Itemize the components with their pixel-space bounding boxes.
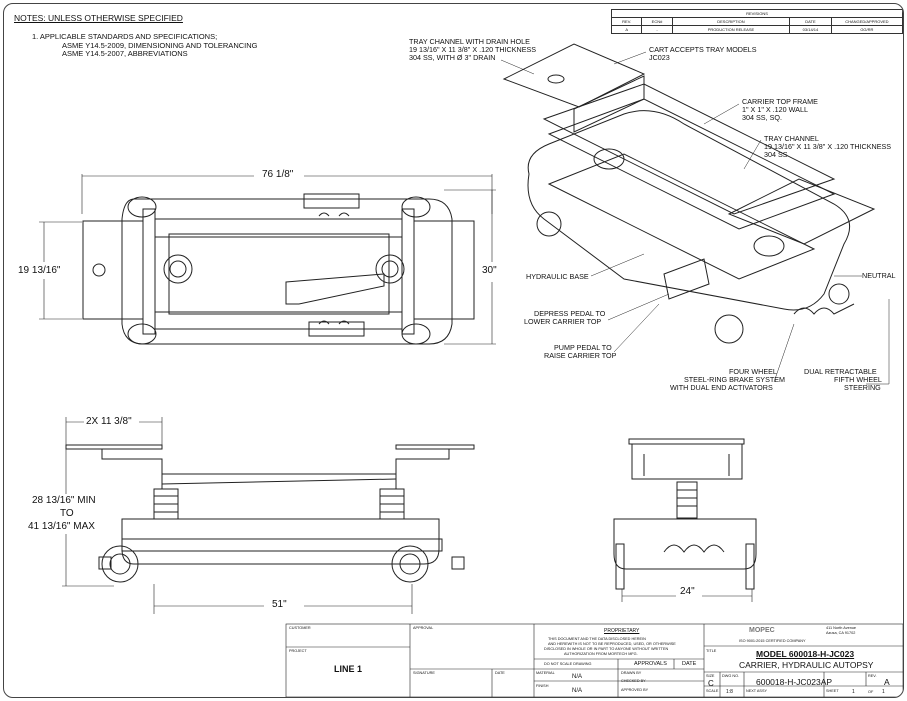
dim-end-width: 24": [680, 586, 695, 597]
callout-pump-pedal-2: RAISE CARRIER TOP: [544, 351, 617, 360]
tb-approvals-label: APPROVALS: [634, 661, 667, 667]
note-item: ASME Y14.5-2007, ABBREVIATIONS: [62, 49, 188, 58]
tb-address: 411 North Avenue: [826, 626, 857, 630]
tb-proprietary-line: AND HEREWITH IS NOT TO BE REPRODUCED, US…: [548, 642, 676, 646]
tb-sheet-value: 1: [852, 689, 855, 695]
callout-tray-drain-3: 304 SS, WITH Ø 3" DRAIN: [409, 53, 496, 62]
callout-cart-accepts-1: CART ACCEPTS TRAY MODELS: [649, 45, 757, 54]
tb-sheet-label: SHEET: [826, 689, 839, 693]
rev-cell: -: [641, 25, 673, 34]
isometric-view: [502, 43, 876, 344]
callout-neutral: NEUTRAL: [862, 271, 896, 280]
tb-scale-label: SCALE: [706, 689, 719, 693]
dim-base-width: 19 13/16": [18, 265, 61, 276]
dim-tray-width: 30": [482, 265, 497, 276]
drawing-title: CARRIER, HYDRAULIC AUTOPSY: [739, 660, 874, 670]
top-view: [39, 174, 496, 345]
callout-steering-1: DUAL RETRACTABLE: [804, 367, 877, 376]
note-item: ASME Y14.5-2009, DIMENSIONING AND TOLERA…: [62, 41, 258, 50]
drawing-model: MODEL 600018-H-JC023: [756, 649, 855, 659]
tb-size-value: C: [708, 679, 714, 688]
revisions-table: REVISIONS REV. ECN# DESCRIPTION DATE CHA…: [610, 9, 903, 34]
tb-date-label: DATE: [495, 671, 505, 675]
tb-next-assy-label: NEXT ASSY: [746, 689, 768, 693]
callout-tray-drain-1: TRAY CHANNEL WITH DRAIN HOLE: [409, 37, 530, 46]
tb-title-label: TITLE: [706, 649, 717, 653]
dim-tray-length: 2X 11 3/8": [86, 416, 132, 427]
callout-tray-drain-2: 19 13/16" X 11 3/8" X .120 THICKNESS: [409, 45, 537, 54]
tb-material-label: MATERIAL: [536, 671, 555, 675]
dim-height-to: TO: [60, 508, 74, 519]
side-view: [62, 417, 475, 614]
dim-height-max: 41 13/16" MAX: [28, 521, 95, 532]
tb-signature-label: SIGNATURE: [413, 671, 435, 675]
tb-finish-value: N/A: [572, 688, 583, 694]
dim-height-min: 28 13/16" MIN: [32, 495, 96, 506]
drawing-sheet: NOTES: UNLESS OTHERWISE SPECIFIED 1. APP…: [3, 3, 904, 698]
drawing-number: 600018-H-JC023AP: [756, 677, 833, 687]
tb-size-label: SIZE: [706, 674, 715, 678]
tb-company-tag: ISO 9001:2015 CERTIFIED COMPANY: [739, 639, 806, 643]
callout-brake-2: STEEL-RING BRAKE SYSTEM: [684, 375, 786, 384]
callout-hydraulic-base: HYDRAULIC BASE: [526, 272, 589, 281]
callout-cart-accepts-2: JC023: [649, 53, 670, 62]
tb-material-value: N/A: [572, 674, 583, 680]
tb-dwg-label: DWG NO.: [722, 674, 740, 678]
callout-steering-2: FIFTH WHEEL: [834, 375, 882, 384]
tb-proprietary-line: THIS DOCUMENT AND THE DATA DISCLOSED HER…: [548, 637, 646, 641]
callout-carrier-frame-2: 1" X 1" X .120 WALL: [742, 105, 808, 114]
callout-carrier-frame-3: 304 SS, SQ.: [742, 113, 782, 122]
tb-sheet-total: 1: [882, 689, 885, 695]
tb-rev-label: REV.: [868, 674, 877, 678]
tb-of-label: OF: [868, 690, 874, 694]
tb-project-value: LINE 1: [334, 664, 363, 674]
tb-approved-label: APPROVED BY: [621, 688, 649, 692]
end-view: [613, 438, 757, 602]
tb-scale-value: 1:8: [726, 689, 733, 695]
tb-scale-note: DO NOT SCALE DRAWING: [544, 662, 592, 666]
tb-finish-label: FINISH: [536, 684, 549, 688]
tb-customer-label: CUSTOMER: [289, 626, 311, 630]
leader-lines: [500, 51, 890, 385]
note-item: 1. APPLICABLE STANDARDS AND SPECIFICATIO…: [32, 32, 218, 41]
tb-checked-label: CHECKED BY: [621, 679, 646, 683]
tb-proprietary: PROPRIETARY: [604, 628, 640, 634]
rev-cell: PRODUCTION RELEASE: [671, 25, 791, 34]
callout-brake-3: WITH DUAL END ACTIVATORS: [670, 383, 773, 392]
callout-carrier-frame-1: CARRIER TOP FRAME: [742, 97, 818, 106]
dim-overall-length: 76 1/8": [262, 169, 294, 180]
notes-title: NOTES: UNLESS OTHERWISE SPECIFIED: [14, 13, 183, 23]
tb-address: Azusa, CA 91702: [826, 631, 856, 635]
tb-proprietary-line: DISCLOSED IN WHOLE OR IN PART TO ANYONE …: [544, 647, 669, 651]
tb-date-col-label: DATE: [682, 661, 697, 667]
tb-drawn-label: DRAWN BY: [621, 671, 642, 675]
tb-rev-value: A: [884, 677, 890, 687]
callout-depress-pedal-1: DEPRESS PEDAL TO: [534, 309, 606, 318]
callout-steering-3: STEERING: [844, 383, 881, 392]
callout-tray-channel-1: TRAY CHANNEL: [764, 134, 819, 143]
tb-approval-label: APPROVAL: [413, 626, 434, 630]
company-logo: MOPEC: [749, 627, 775, 634]
drawing-views: [39, 43, 903, 697]
callout-depress-pedal-2: LOWER CARRIER TOP: [524, 317, 602, 326]
tb-proprietary-line: AUTHORIZATION FROM MORTECH MFG.: [564, 652, 638, 656]
tb-project-label: PROJECT: [289, 649, 307, 653]
dim-wheelbase: 51": [272, 599, 287, 610]
callout-tray-channel-3: 304 SS: [764, 150, 788, 159]
callout-pump-pedal-1: PUMP PEDAL TO: [554, 343, 612, 352]
callout-brake-1: FOUR WHEEL: [729, 367, 777, 376]
rev-cell: GG/RR: [830, 25, 903, 34]
callout-tray-channel-2: 19 13/16" X 11 3/8" X .120 THICKNESS: [764, 142, 892, 151]
title-block: [285, 623, 903, 697]
